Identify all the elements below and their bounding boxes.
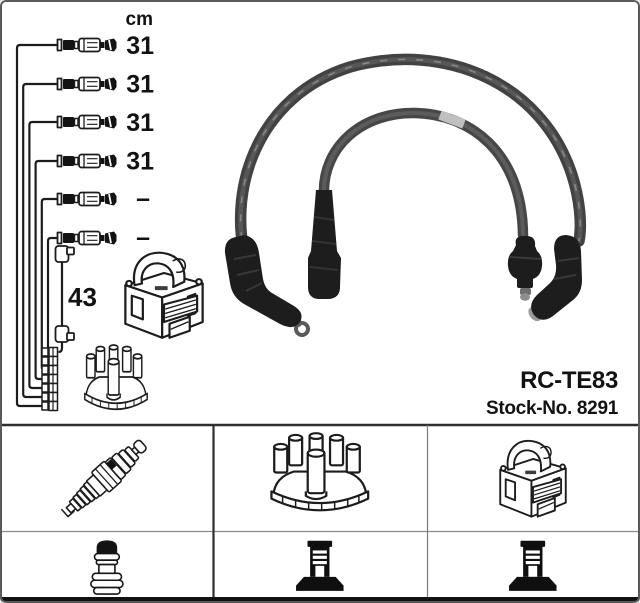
spark-plug-boot-elbow-left <box>224 235 310 337</box>
lead-length-value: 31 <box>126 32 154 60</box>
lead-length-value: 31 <box>126 71 154 99</box>
stock-number: Stock-No. 8291 <box>486 398 619 419</box>
product-photo <box>224 53 587 337</box>
din-terminal-icon <box>509 540 557 591</box>
lead-connector <box>56 153 118 169</box>
spark-plug-boot-straight <box>308 190 341 299</box>
lead-connector <box>56 230 118 246</box>
distributor-cap-icon <box>270 432 370 512</box>
inner-ignition-lead <box>318 107 529 241</box>
spark-plug-boot-elbow-right <box>528 235 582 322</box>
outer-ignition-lead <box>234 53 587 263</box>
distributor-cap-drawing <box>83 344 149 411</box>
metal-terminal-stud <box>520 288 531 295</box>
lead-length-value: 31 <box>126 148 154 176</box>
lead-length-value: – <box>136 185 150 213</box>
lead-connector <box>56 37 118 53</box>
product-code: RC-TE83 <box>520 367 618 394</box>
part-legend-grid <box>0 423 640 602</box>
lead-length-value: – <box>136 224 150 252</box>
unit-header: cm <box>126 9 153 30</box>
metal-terminal-ring <box>294 321 310 337</box>
connector-stack <box>41 346 59 412</box>
grid-line-bottom <box>0 597 640 602</box>
ignition-coil-drawing <box>124 251 204 339</box>
coil-wire-drawing <box>54 245 75 354</box>
sae-terminal-nut-icon <box>90 540 124 595</box>
wiring-schematic: cm 31 31 31 31 – – 43 <box>15 9 204 412</box>
coil-boot <box>507 236 543 301</box>
ignition-coil-icon <box>499 439 567 518</box>
lead-length-value: 31 <box>126 109 154 137</box>
coil-wire-length-value: 43 <box>68 282 97 312</box>
lead-connector <box>56 114 118 130</box>
lead-connector <box>56 191 118 207</box>
lead-connector <box>56 76 118 92</box>
cable-label-band <box>438 110 466 129</box>
din-terminal-icon <box>296 540 344 591</box>
spark-plug-icon <box>55 433 153 525</box>
